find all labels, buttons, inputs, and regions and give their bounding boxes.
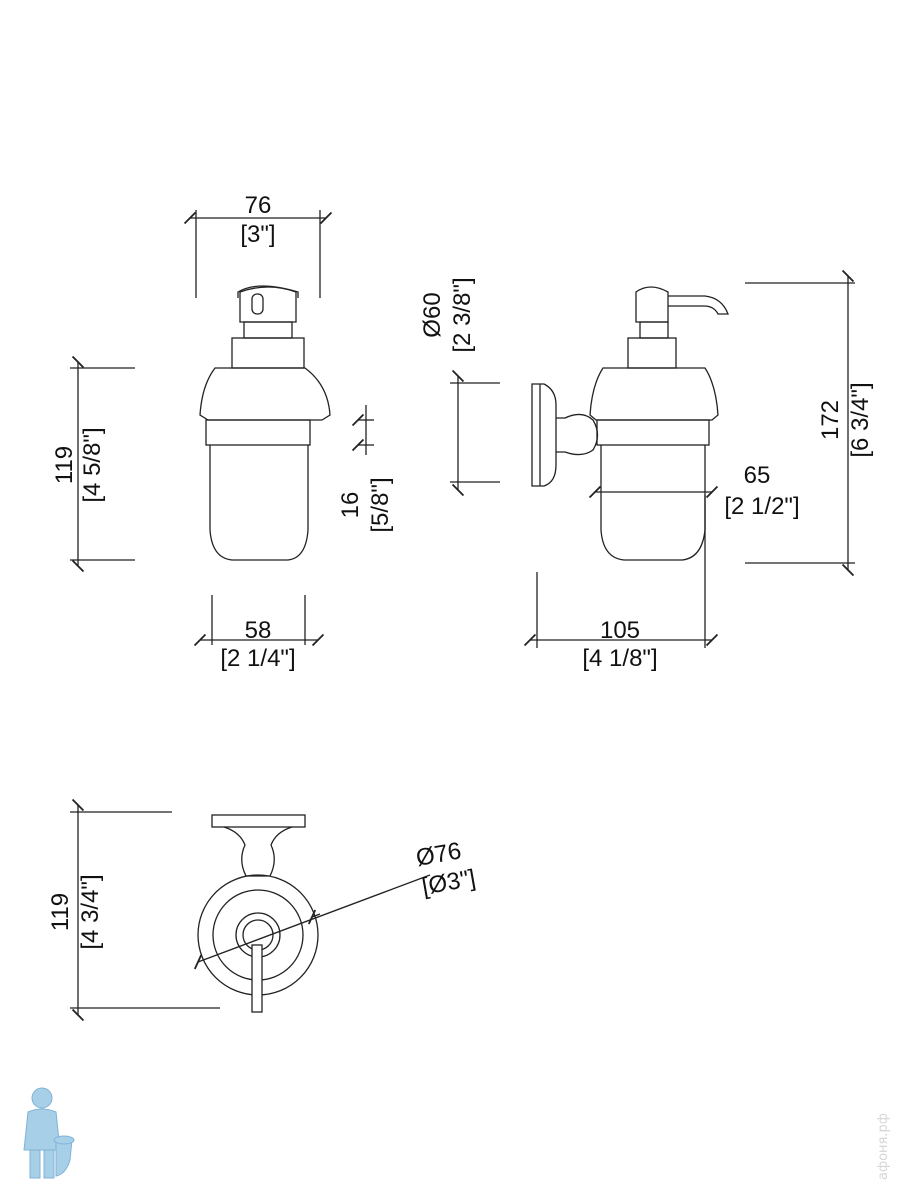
- dim-58: 58: [245, 617, 272, 644]
- dim-119: 119: [51, 446, 78, 484]
- dim-172: 172: [817, 400, 844, 440]
- dim-5-8in: [5/8"]: [367, 477, 394, 532]
- plate-diameter-dimension: Ø60 [2 3/8"]: [419, 277, 500, 497]
- body-width-dimension: 65 [2 1/2"]: [588, 462, 800, 520]
- dim-16: 16: [337, 492, 364, 519]
- dim-4-5-8in: [4 5/8"]: [79, 427, 106, 502]
- dim-6-3-4in: [6 3/4"]: [847, 382, 874, 457]
- band-dimension: 16 [5/8"]: [337, 405, 394, 533]
- total-height-dimension: 172 [6 3/4"]: [745, 269, 874, 577]
- dim-76: 76: [245, 192, 272, 219]
- top-view: [197, 814, 319, 1013]
- top-depth-dimension: 119 [4 3/4"]: [47, 798, 220, 1022]
- dim-2-1-4in: [2 1/4"]: [220, 645, 295, 672]
- front-width-dimension: 76 [3"]: [183, 192, 333, 298]
- dim-65: 65: [744, 462, 771, 489]
- dim-2-1-2in: [2 1/2"]: [724, 493, 799, 520]
- front-height-dimension: 119 [4 5/8"]: [51, 355, 135, 573]
- dim-105: 105: [600, 617, 640, 644]
- projection-dimension: 105 [4 1/8"]: [523, 495, 719, 672]
- dim-119-top: 119: [47, 893, 74, 931]
- dim-4-3-4in: [4 3/4"]: [77, 874, 104, 949]
- dim-4-1-8in: [4 1/8"]: [582, 645, 657, 672]
- front-view: [199, 285, 331, 561]
- top-diameter-dimension: Ø76 [Ø3"]: [193, 837, 478, 970]
- dim-2-3-8in: [2 3/8"]: [449, 277, 476, 352]
- dim-3in: [3"]: [240, 221, 275, 248]
- side-view: [531, 286, 729, 561]
- watermark-text: афоня.рф: [876, 1113, 891, 1180]
- plumber-logo-icon: [23, 1087, 75, 1179]
- dim-d60: Ø60: [419, 292, 446, 337]
- front-bottom-width-dimension: 58 [2 1/4"]: [193, 595, 325, 672]
